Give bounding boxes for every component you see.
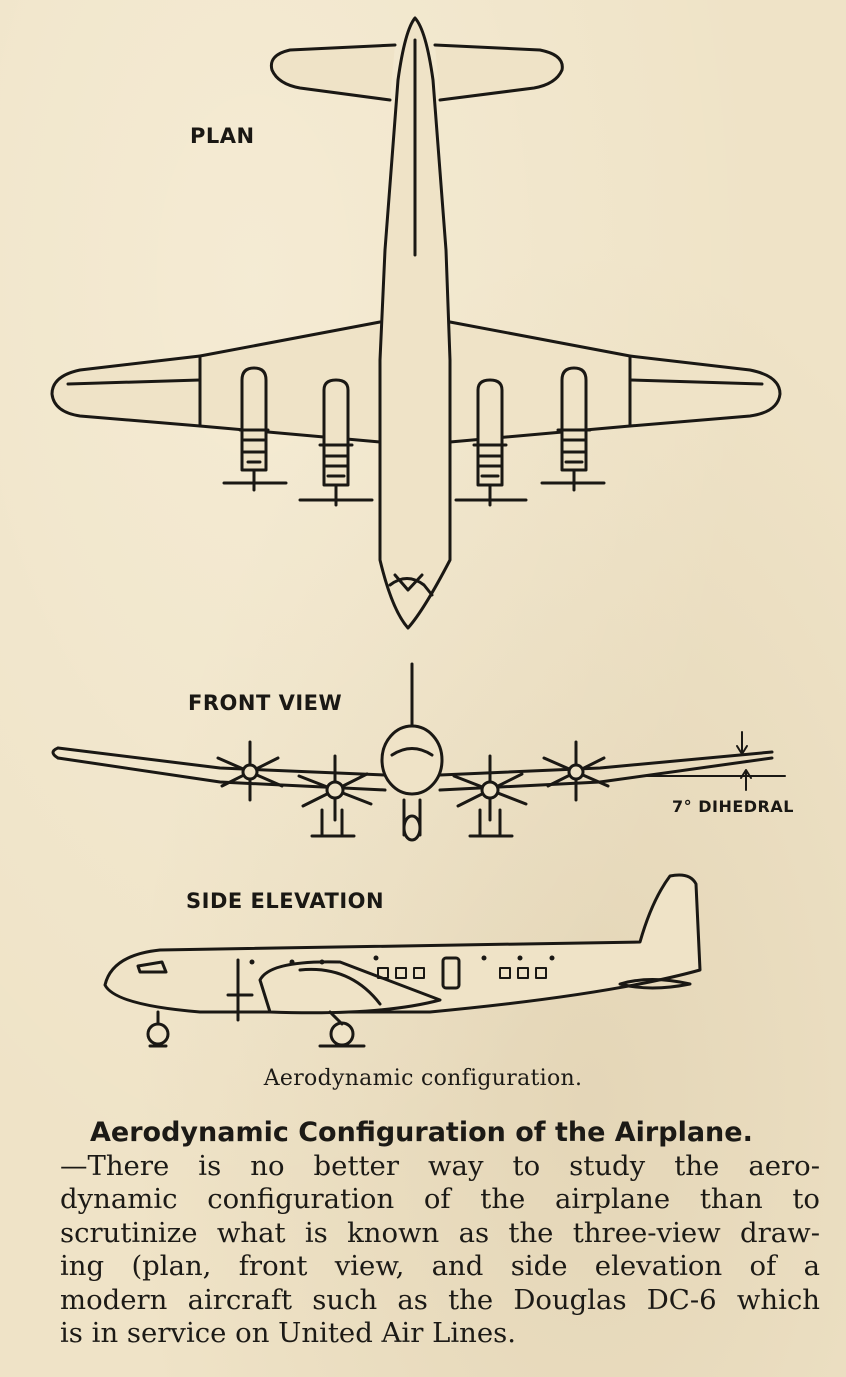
figure-caption: Aerodynamic configuration.: [263, 1066, 583, 1091]
article-line: —There is no better way to study the aer…: [60, 1149, 820, 1182]
plan-label: PLAN: [190, 124, 255, 148]
article-heading: Aerodynamic Configuration of the Airplan…: [90, 1117, 753, 1148]
side-elevation-label: SIDE ELEVATION: [186, 889, 385, 913]
engine-nacelles: [222, 366, 606, 507]
article-line: dynamic configuration of the airplane th…: [60, 1183, 820, 1215]
article-line: modern aircraft such as the Douglas DC-6…: [60, 1283, 820, 1316]
dihedral-label: 7° DIHEDRAL: [672, 797, 794, 816]
article-line: ing (plan, front view, and side elevatio…: [60, 1250, 820, 1282]
side-elevation: [103, 873, 702, 1048]
front-view: [51, 662, 786, 842]
three-view-drawing: [50, 16, 786, 1048]
front-propellers: [216, 740, 610, 822]
article-line: is in service on United Air Lines.: [60, 1317, 516, 1349]
article-paragraph: Aerodynamic Configuration of the Airplan…: [60, 1116, 820, 1351]
article-line: scrutinize what is known as the three-vi…: [60, 1216, 820, 1249]
plan-view: [50, 16, 782, 630]
front-view-label: FRONT VIEW: [188, 691, 343, 715]
